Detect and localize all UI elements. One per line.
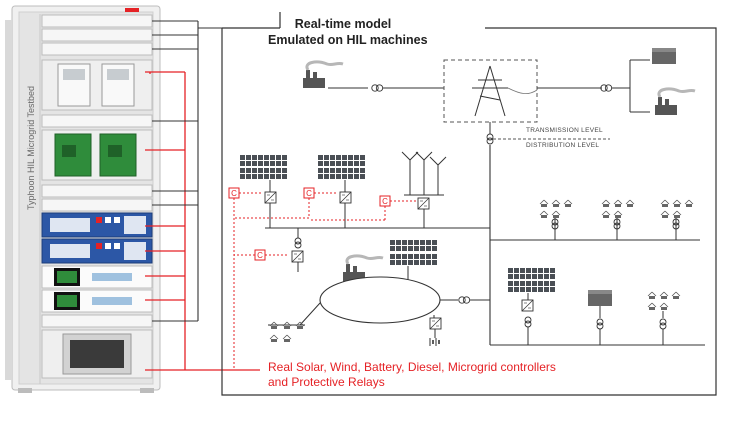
pv-upper-row [240,151,447,228]
distribution-loads [508,199,694,345]
controller-tag-1: C [231,189,237,198]
hardware-caption: Real Solar, Wind, Battery, Diesel, Micro… [268,360,556,390]
model-frame [221,12,717,396]
distribution-level-label: DISTRIBUTION LEVEL [526,142,600,149]
emulation-links [152,20,222,322]
distribution-feeders [265,145,705,346]
hil-rack [5,5,161,393]
microgrid-ring [268,228,471,347]
diagram-title: Real-time model Emulated on HIL machines [268,16,428,48]
controller-tag-4: C [257,251,263,260]
hardware-links [145,71,260,371]
transmission-level-label: TRANSMISSION LEVEL [526,127,603,134]
transmission-grid [301,48,697,145]
controller-tag-2: C [306,189,312,198]
caption-line-1: Real Solar, Wind, Battery, Diesel, Micro… [268,360,556,374]
controllers: C C C C [228,187,416,370]
controller-tag-3: C [382,197,388,206]
caption-line-2: and Protective Relays [268,375,385,389]
rack-side-label: Typhoon HIL Microgrid Testbed [26,85,36,210]
title-line-2: Emulated on HIL machines [268,33,428,47]
title-line-1: Real-time model [294,17,392,31]
